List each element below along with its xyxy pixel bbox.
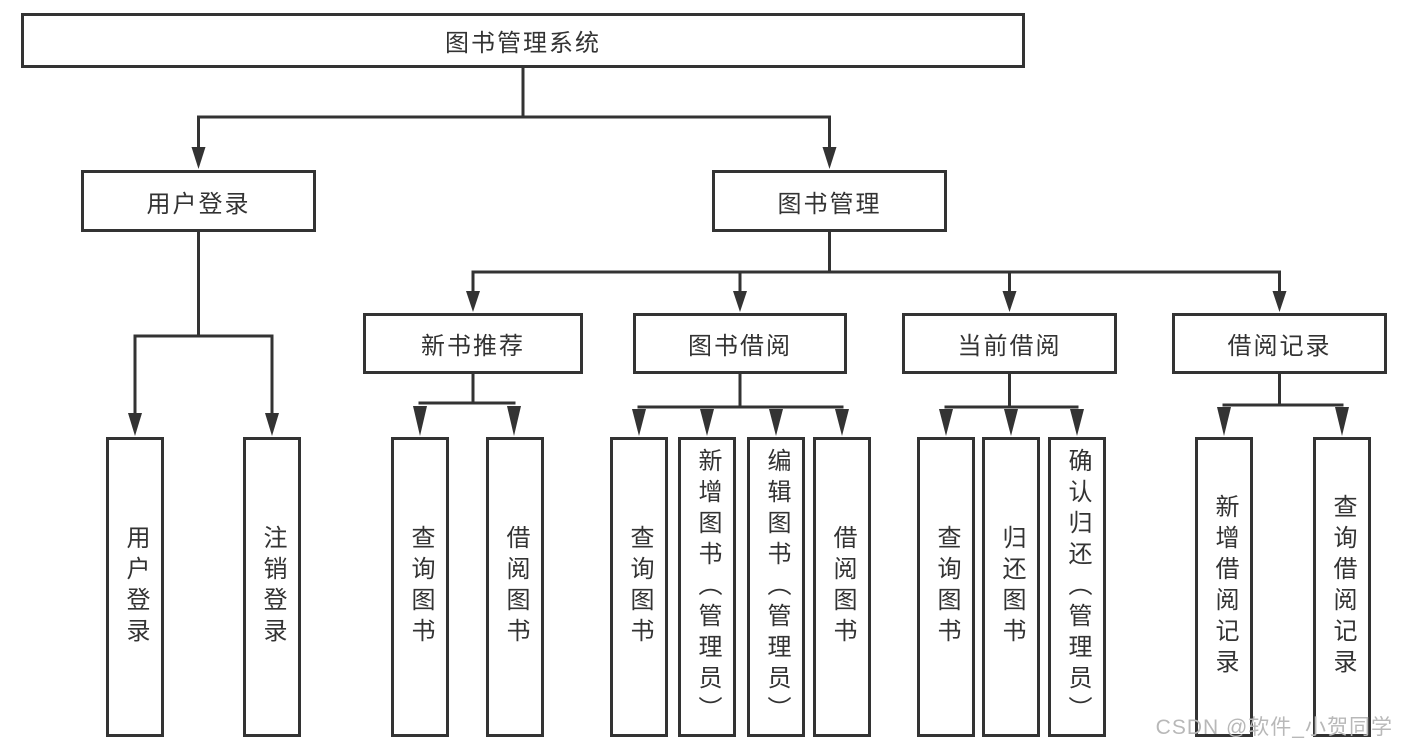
leaf-logout: 注销登录 <box>243 437 301 737</box>
leaf-query-borrow-record: 查询借阅记录 <box>1313 437 1371 737</box>
leaf-add-borrow-record: 新增借阅记录 <box>1195 437 1253 737</box>
leaf-borrow-books-recommend: 借阅图书 <box>486 437 544 737</box>
node-new-book-recommend: 新书推荐 <box>363 313 583 374</box>
leaf-query-books-current: 查询图书 <box>917 437 975 737</box>
leaf-label: 新增借阅记录 <box>1211 494 1238 680</box>
leaf-label: 查询借阅记录 <box>1329 494 1356 680</box>
leaf-query-books-recommend: 查询图书 <box>391 437 449 737</box>
branch-root <box>191 68 837 169</box>
node-borrow-records: 借阅记录 <box>1172 313 1387 374</box>
branch-new-book-recommend <box>413 374 521 436</box>
leaf-return-book: 归还图书 <box>982 437 1040 737</box>
leaf-borrow-books: 借阅图书 <box>813 437 871 737</box>
node-label: 图书管理 <box>777 190 882 218</box>
leaf-label: 编辑图书（管理员） <box>763 447 790 727</box>
node-label: 图书借阅 <box>688 333 792 360</box>
leaf-label: 借阅图书 <box>502 525 529 649</box>
leaf-label: 新增图书（管理员） <box>694 447 721 727</box>
branch-current-borrow <box>939 374 1084 436</box>
leaf-confirm-return-admin: 确认归还（管理员） <box>1048 437 1106 737</box>
leaf-label: 查询图书 <box>933 525 960 649</box>
leaf-edit-book-admin: 编辑图书（管理员） <box>747 437 805 737</box>
node-label: 新书推荐 <box>421 333 525 360</box>
leaf-label: 查询图书 <box>407 525 434 649</box>
node-label: 图书管理系统 <box>445 30 601 57</box>
leaf-label: 查询图书 <box>626 525 653 649</box>
node-label: 借阅记录 <box>1227 333 1332 360</box>
leaf-query-books-borrow: 查询图书 <box>610 437 668 737</box>
leaf-label: 注销登录 <box>259 525 286 649</box>
branch-book-management <box>466 232 1287 312</box>
leaf-label: 借阅图书 <box>829 525 856 649</box>
leaf-label: 归还图书 <box>998 525 1025 649</box>
node-label: 用户登录 <box>146 190 251 218</box>
branch-book-borrow <box>632 374 849 436</box>
leaf-label: 用户登录 <box>122 525 149 649</box>
node-book-management: 图书管理 <box>712 170 947 232</box>
branch-user-login <box>128 232 279 436</box>
leaf-user-login: 用户登录 <box>106 437 164 737</box>
csdn-watermark: CSDN @软件_小贺同学 <box>1155 716 1393 739</box>
node-library-system: 图书管理系统 <box>21 13 1025 68</box>
node-book-borrow: 图书借阅 <box>633 313 847 374</box>
node-label: 当前借阅 <box>957 333 1062 360</box>
node-current-borrow: 当前借阅 <box>902 313 1117 374</box>
node-user-login: 用户登录 <box>81 170 316 232</box>
branch-borrow-records <box>1217 374 1349 436</box>
leaf-add-book-admin: 新增图书（管理员） <box>678 437 736 737</box>
leaf-label: 确认归还（管理员） <box>1064 447 1091 727</box>
